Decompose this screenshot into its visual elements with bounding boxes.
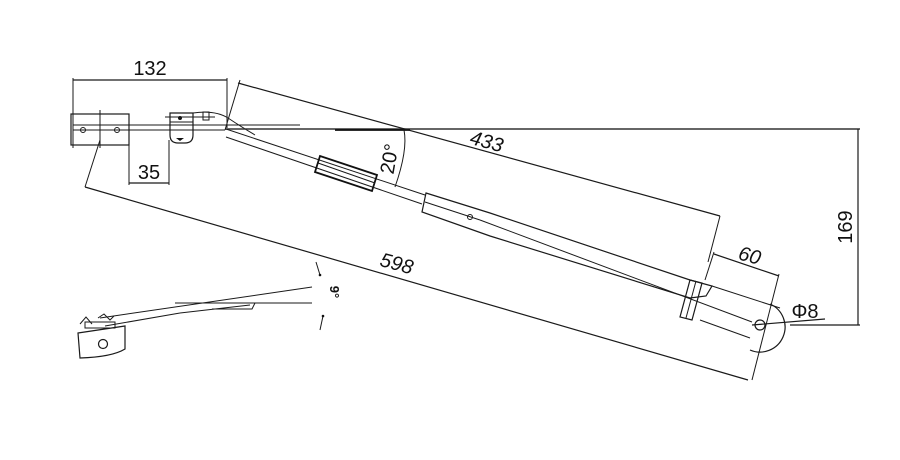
angle-label-9: 9° [327,286,342,298]
dimension-132: 132 [72,58,228,148]
dim-label-433: 433 [468,127,506,157]
bracket-clip [165,111,256,144]
bolt-hole-icon [80,127,86,133]
arm-body [225,128,786,353]
dimension-35: 35 [128,130,170,185]
dim-label-169: 169 [835,210,857,243]
angle-label-20: 20° [377,142,404,176]
end-connector [679,279,703,321]
dim-label-132: 132 [133,58,166,80]
mount-plate [70,110,300,148]
arm-sleeve [313,154,379,193]
angle-20: 20° [377,129,406,188]
dimension-433: 433 [224,79,721,263]
wiper-head [77,325,126,359]
dim-label-35: 35 [138,162,160,184]
dim-label-598: 598 [378,249,416,279]
dim-label-60: 60 [736,243,763,270]
side-view: 9° [77,261,342,359]
dimension-60: 60 [704,243,780,381]
dimension-phi8: Φ8 [751,301,826,326]
rivet-icon [467,214,473,220]
dimension-598: 598 [84,139,749,381]
mount-hole-icon [97,338,109,350]
bolt-hole-icon [114,127,120,133]
dimension-169: 169 [790,129,860,326]
dim-label-phi8: Φ8 [791,301,818,323]
